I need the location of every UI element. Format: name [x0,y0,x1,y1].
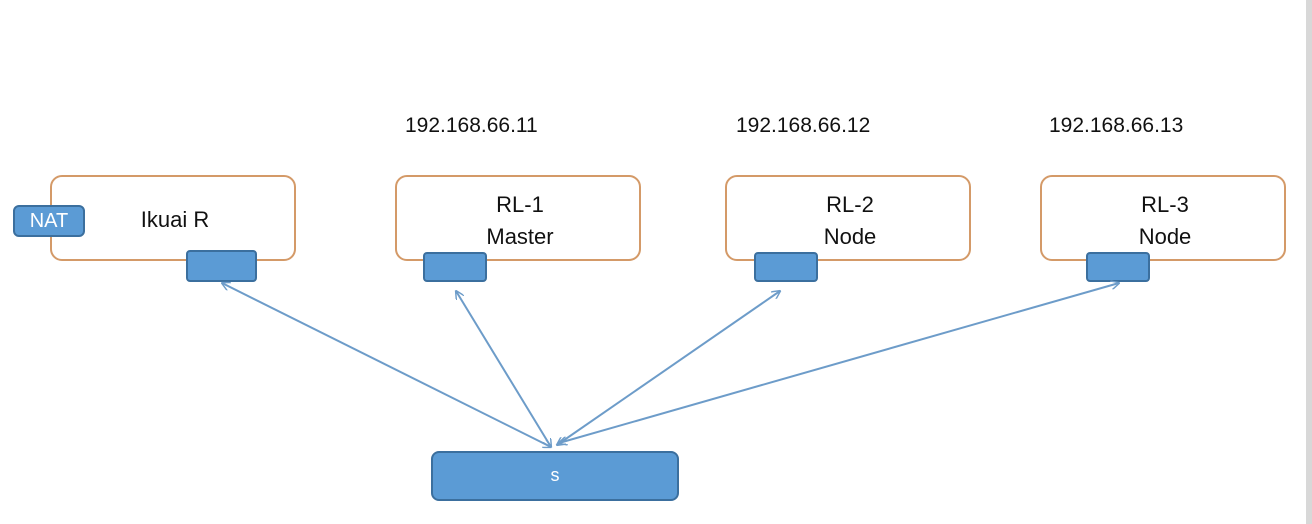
ip-label-rl3: 192.168.66.13 [1049,114,1184,137]
host-rl1-name: RL-1 [496,192,544,217]
link-rl3-switch [559,283,1119,443]
host-ikuai-label: Ikuai R [140,207,210,232]
host-rl3[interactable]: RL-3 Node [1040,175,1286,261]
host-rl1[interactable]: RL-1 Master [395,175,641,261]
ip-label-rl2: 192.168.66.12 [736,114,871,137]
nat-badge[interactable]: NAT [13,205,85,237]
port-rl1[interactable] [423,252,487,282]
host-rl2-role: Node [823,224,877,249]
port-rl3[interactable] [1086,252,1150,282]
host-rl2[interactable]: RL-2 Node [725,175,971,261]
host-ikuai-router[interactable]: Ikuai R [50,175,296,261]
host-rl3-name: RL-3 [1141,192,1189,217]
network-switch[interactable]: s [431,451,679,501]
host-rl2-name: RL-2 [826,192,874,217]
port-ikuai[interactable] [186,250,257,282]
window-right-edge [1306,0,1312,524]
host-rl1-role: Master [486,224,554,249]
link-rl2-switch [557,291,780,445]
link-rl1-switch [456,291,551,447]
ip-label-rl1: 192.168.66.11 [405,114,538,137]
host-rl3-role: Node [1138,224,1192,249]
